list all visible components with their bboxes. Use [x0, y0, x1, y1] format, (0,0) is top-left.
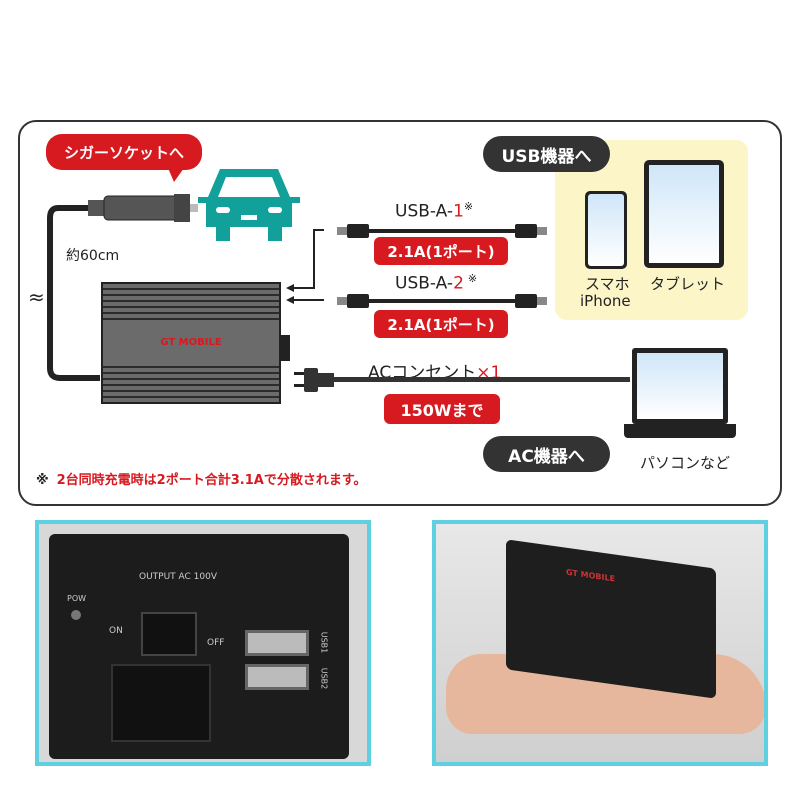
usb-arrows: [286, 229, 324, 304]
cable-break-mark: ≈: [28, 285, 45, 309]
laptop-label: パソコンなど: [640, 454, 731, 472]
usb1-label: USB1: [319, 631, 329, 654]
inverter-front-panel: OUTPUT AC 100V POW ON OFF USB1 USB2: [49, 534, 349, 759]
on-label: ON: [109, 626, 123, 636]
inverter-illustration: GT MOBILE: [101, 282, 281, 404]
usb2-label: USB2: [319, 667, 329, 690]
bubble-tail: [168, 168, 184, 182]
usb-a-2-current-badge: 2.1A(1ポート): [374, 310, 508, 338]
inverter-label-band: GT MOBILE: [103, 322, 279, 362]
car-icon: [198, 169, 300, 241]
inverter-brand: GT MOBILE: [160, 336, 222, 348]
usb-devices-bubble: USB機器へ: [483, 136, 610, 172]
cigar-plug-icon: [47, 194, 198, 381]
power-switch: [141, 612, 197, 656]
usb-a-1-label: USB-A-1※: [395, 200, 474, 222]
inverter-switch: [281, 335, 290, 361]
ac-power-badge: 150Wまで: [384, 394, 500, 424]
pow-led: [71, 610, 81, 620]
usb-a-2-label: USB-A-2※: [395, 272, 478, 294]
product-photo-front: OUTPUT AC 100V POW ON OFF USB1 USB2: [35, 520, 371, 766]
cable-length-label: 約60cm: [66, 248, 120, 264]
smartphone-icon: [585, 191, 627, 269]
off-label: OFF: [207, 638, 225, 648]
smartphone-label: スマホ: [585, 275, 630, 293]
cigar-socket-bubble: シガーソケットへ: [46, 134, 202, 170]
usb-cable-1: [337, 224, 547, 238]
usb-cable-2: [337, 294, 547, 308]
iphone-label: iPhone: [580, 292, 631, 310]
pow-label: POW: [67, 594, 87, 603]
tablet-label: タブレット: [650, 275, 726, 293]
usb-port-2: [245, 664, 309, 690]
inverter-brand-photo: GT MOBILE: [566, 567, 616, 584]
usb-a-1-current-badge: 2.1A(1ポート): [374, 237, 508, 265]
tablet-icon: [644, 160, 724, 268]
output-label: OUTPUT AC 100V: [139, 572, 218, 582]
ac-plug-icon: [294, 368, 630, 392]
usb-port-1: [245, 630, 309, 656]
ac-socket: [111, 664, 211, 742]
product-photo-hand: GT MOBILE: [432, 520, 768, 766]
footnote: ※2台同時充電時は2ポート合計3.1Aで分散されます。: [36, 473, 367, 488]
laptop-icon: [624, 348, 736, 442]
ac-devices-bubble: AC機器へ: [483, 436, 610, 472]
